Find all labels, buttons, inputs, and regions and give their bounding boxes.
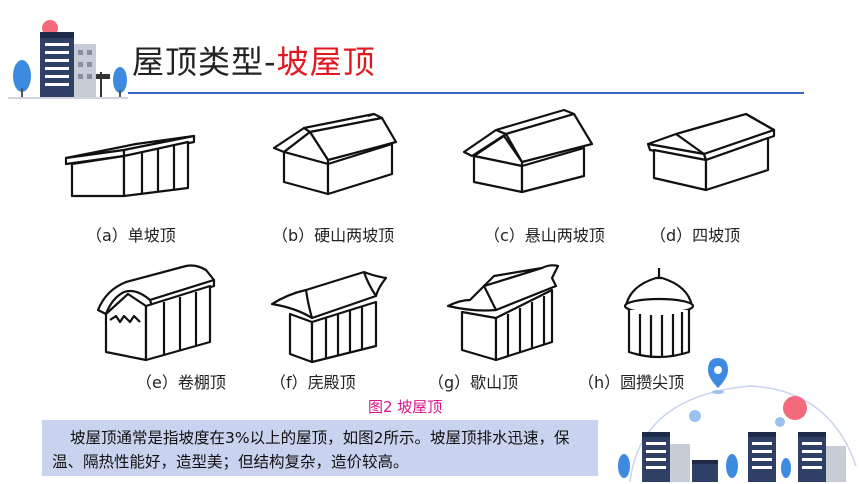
round-pyramidal-roof-icon	[623, 268, 695, 359]
caption-d: （d）四坡顶	[650, 226, 741, 245]
title-underline	[128, 92, 804, 94]
caption-a: （a）单坡顶	[86, 226, 176, 245]
round-ridge-roof-icon	[96, 264, 216, 362]
tree-icon	[618, 454, 630, 478]
caption-f: （f）庑殿顶	[270, 373, 356, 392]
description-box	[42, 420, 598, 476]
caption-b: （b）硬山两坡顶	[272, 226, 395, 245]
city-decoration-top-left	[8, 20, 128, 99]
figure-caption: 图2 坡屋顶	[368, 398, 443, 416]
title-prefix: 屋顶类型-	[132, 43, 277, 81]
tree-icon	[113, 67, 127, 93]
tree-icon	[726, 454, 738, 478]
tree-icon	[13, 60, 31, 92]
caption-g: （g）歇山顶	[428, 373, 519, 392]
caption-c: （c）悬山两坡顶	[484, 226, 605, 245]
signpost-icon	[100, 72, 102, 98]
tree-icon	[781, 458, 791, 478]
city-decoration-bottom-right	[618, 358, 857, 482]
building-icon	[642, 432, 670, 482]
page-title: 屋顶类型-坡屋顶	[132, 40, 376, 84]
building-icon	[692, 460, 718, 482]
building-icon	[748, 432, 776, 482]
flush-gable-roof-icon	[272, 112, 398, 196]
sun-dot-icon	[783, 396, 807, 420]
building-icon	[40, 32, 74, 98]
description-text: 坡屋顶通常是指坡度在3%以上的屋顶，如图2所示。坡屋顶排水迅速，保温、隔热性能好…	[52, 429, 570, 471]
caption-h: （h）圆攒尖顶	[578, 373, 685, 392]
hall-style-roof-icon	[270, 270, 388, 364]
caption-e: （e）卷棚顶	[136, 373, 226, 392]
gable-hip-roof-icon	[446, 264, 560, 362]
overhang-gable-roof-icon	[462, 108, 594, 194]
building-icon	[798, 432, 826, 482]
single-slope-roof-icon	[64, 134, 196, 198]
hip-roof-icon	[646, 112, 776, 192]
title-accent: 坡屋顶	[276, 43, 376, 81]
